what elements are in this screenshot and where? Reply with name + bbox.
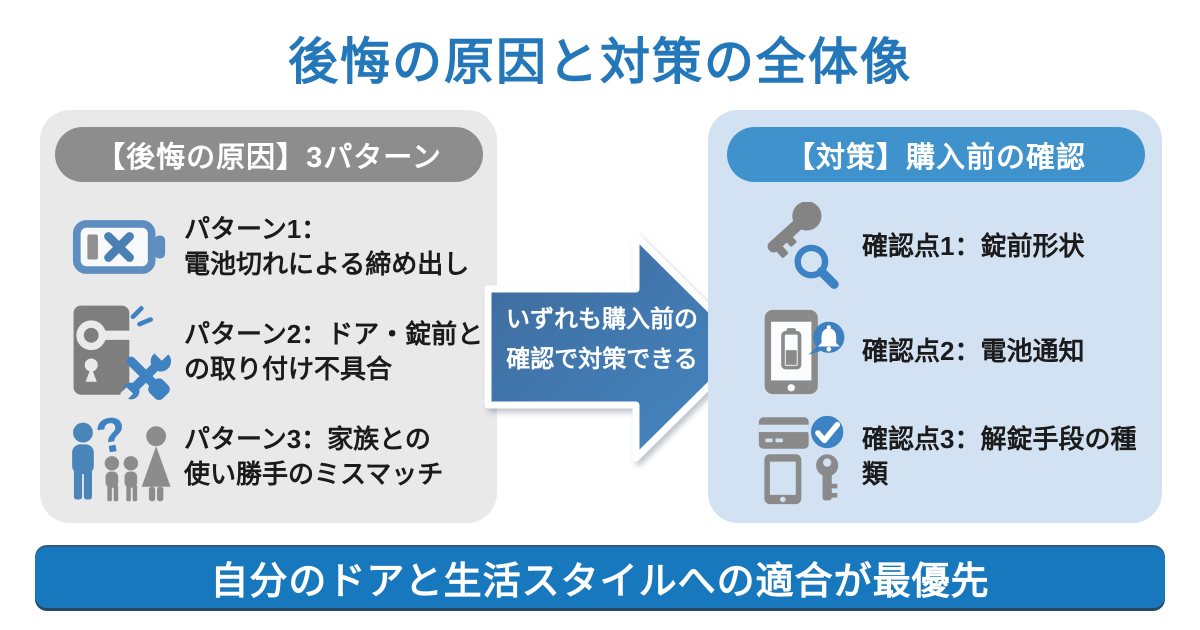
causes-panel-header: 【後悔の原因】3パターン	[55, 127, 483, 182]
check-row-unlock-methods-text: 確認点3：解錠手段の種類	[862, 423, 1137, 489]
key-search-icon	[767, 202, 839, 289]
check-row-lock-shape: 確認点1：錠前形状	[756, 199, 1156, 295]
check-row-battery-alert: 確認点2：電池通知	[756, 304, 1156, 400]
cause-row-family: ?	[64, 407, 489, 505]
phone-battery-alert-icon	[764, 309, 845, 395]
cause-row-battery: パターン1： 電池切れによる締め出し	[64, 199, 489, 295]
checks-panel-header-label: 【対策】購入前の確認	[785, 141, 1086, 174]
unlock-methods-icon	[758, 413, 847, 505]
check-row-lock-shape-text: 確認点1：錠前形状	[862, 231, 1085, 262]
family-question-icon: ?	[72, 407, 171, 502]
check-row-battery-alert-text: 確認点2：電池通知	[862, 336, 1085, 367]
check-row-unlock-methods: 確認点3：解錠手段の種類	[756, 409, 1156, 505]
cause-row-installation: パターン2：ドア・錠前と の取り付け不具合	[64, 304, 489, 401]
cause-row-installation-text: パターン2：ドア・錠前と の取り付け不具合	[184, 318, 484, 384]
door-lock-repair-icon	[73, 305, 172, 401]
solution-arrow: いずれも購入前の 確認で対策できる	[478, 226, 760, 474]
right-arrow-shape	[484, 232, 752, 462]
bottom-banner: 自分のドアと生活スタイルへの適合が最優先	[35, 547, 1165, 608]
dead-battery-icon	[72, 220, 166, 274]
arrow-caption: いずれも購入前の 確認で対策できる	[506, 306, 698, 373]
checks-panel: 【対策】購入前の確認 確認点1：錠前形状	[708, 110, 1162, 523]
page-title: 後悔の原因と対策の全体像	[288, 34, 912, 90]
cause-row-battery-text: パターン1： 電池切れによる締め出し	[184, 213, 470, 279]
causes-panel-header-label: 【後悔の原因】3パターン	[96, 141, 442, 174]
bottom-banner-text: 自分のドアと生活スタイルへの適合が最優先	[210, 561, 990, 603]
cause-row-family-text: パターン3：家族との 使い勝手のミスマッチ	[184, 423, 444, 489]
checks-panel-header: 【対策】購入前の確認	[727, 127, 1145, 182]
causes-panel: 【後悔の原因】3パターン パターン1： 電池切れによる締め出し	[40, 110, 497, 523]
